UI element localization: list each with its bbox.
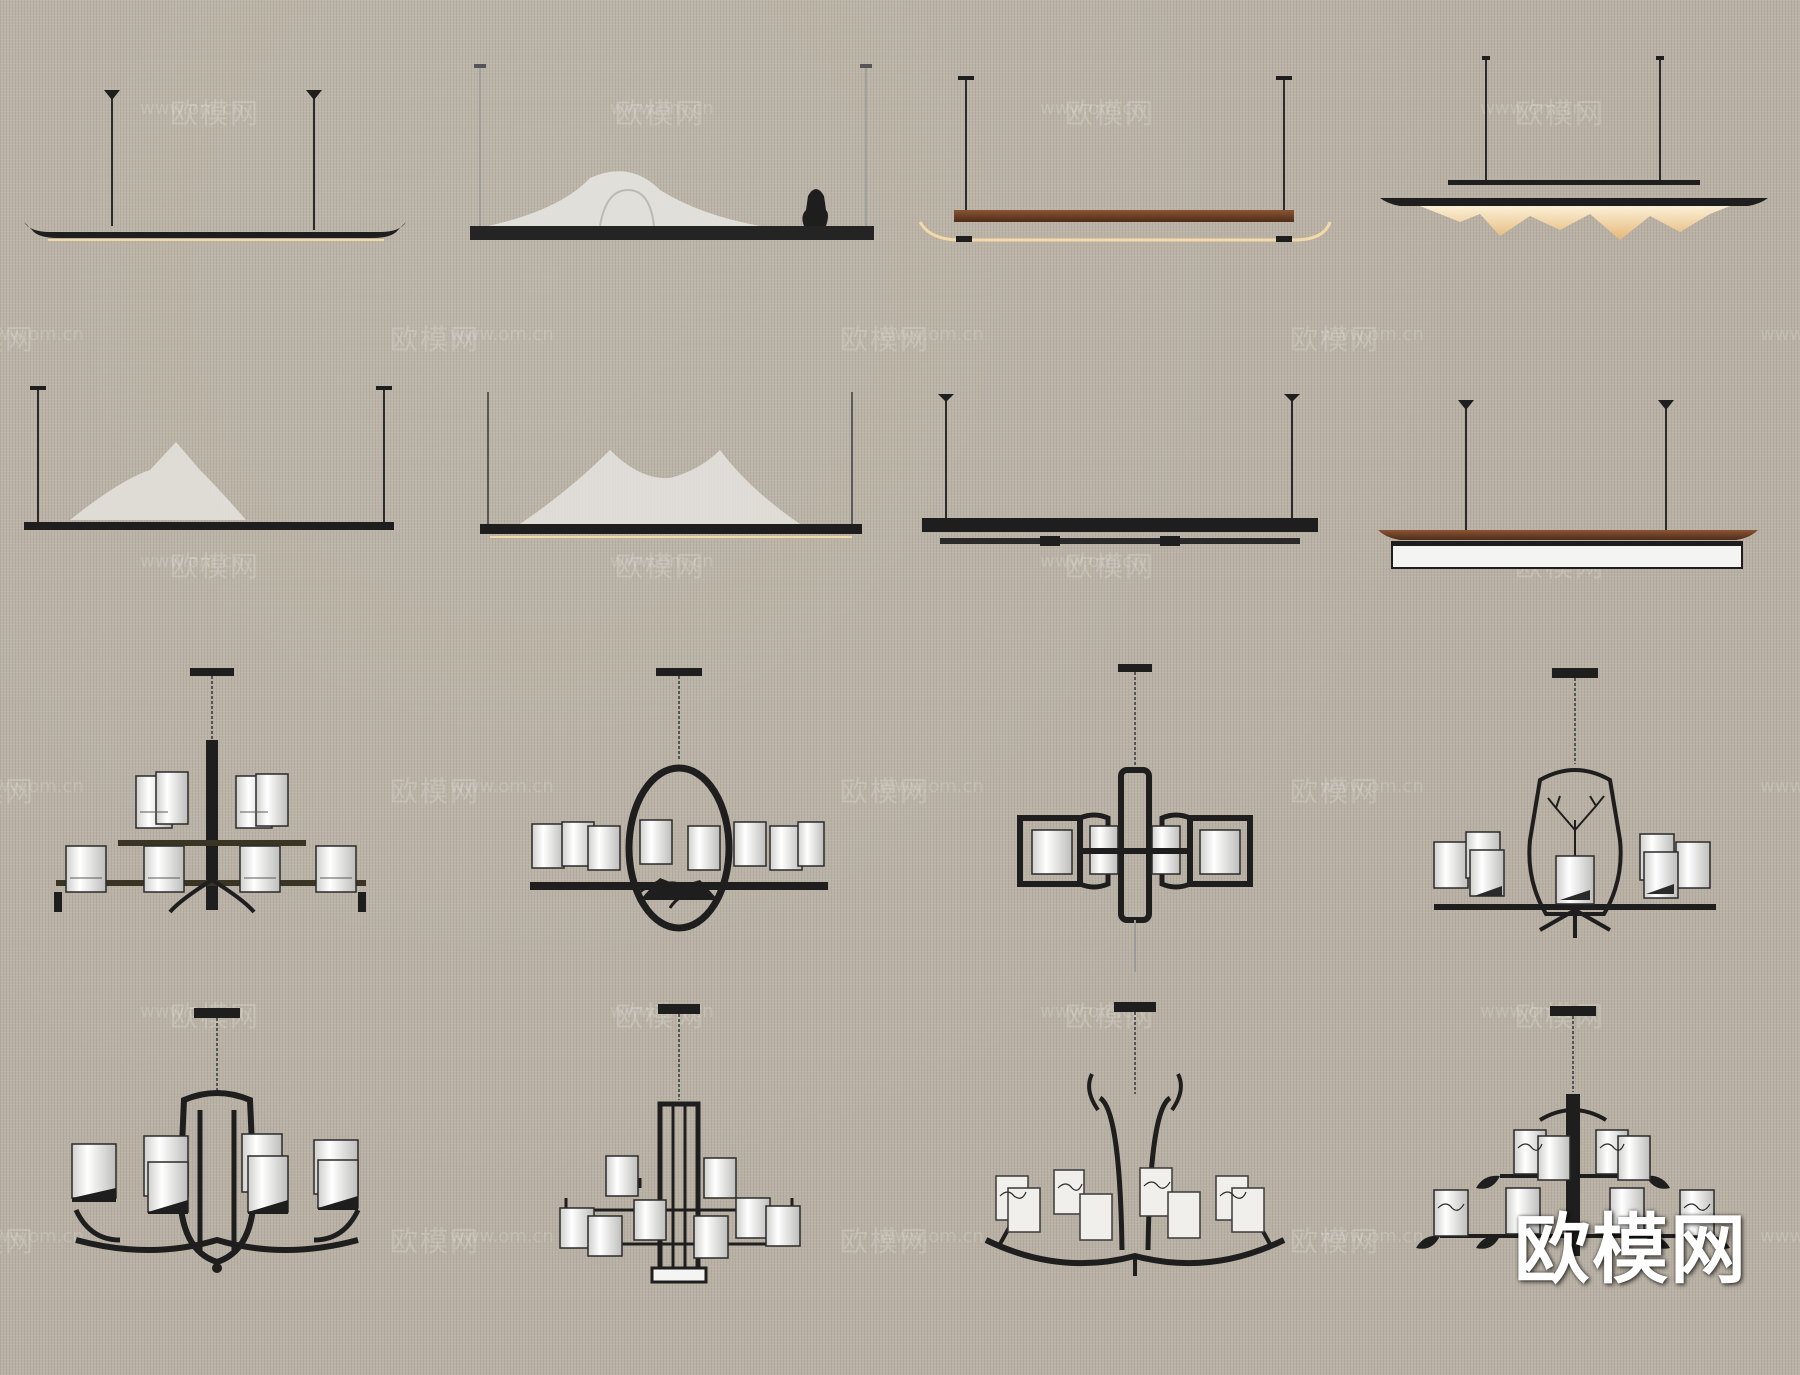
pendant-double-rail-bar — [922, 394, 1318, 546]
pendant-wood-frame-lightbox — [1378, 400, 1758, 569]
chandelier-two-tier-leaf — [1416, 1006, 1730, 1256]
pendant-bridge-figure-bar — [470, 64, 874, 240]
chandelier-curved-arm — [71, 1008, 361, 1273]
pendant-mountain-ridge-bar — [1380, 56, 1768, 240]
brand-watermark: 欧模网 — [1514, 1205, 1748, 1294]
chandelier-square-loop — [1017, 664, 1253, 972]
chandelier-ring — [530, 668, 828, 932]
pendant-boat-bar — [24, 90, 406, 241]
chandelier-two-tier-lattice — [54, 668, 366, 914]
pendant-wood-beam-bar — [918, 76, 1332, 242]
pendant-double-mountain-bar — [480, 392, 862, 538]
chandelier-mountain-shade — [984, 1002, 1286, 1276]
chandelier-column-cage — [559, 1004, 801, 1284]
pendant-mountain-peak-bar — [24, 386, 394, 530]
chandelier-branch-cage — [1433, 668, 1716, 938]
